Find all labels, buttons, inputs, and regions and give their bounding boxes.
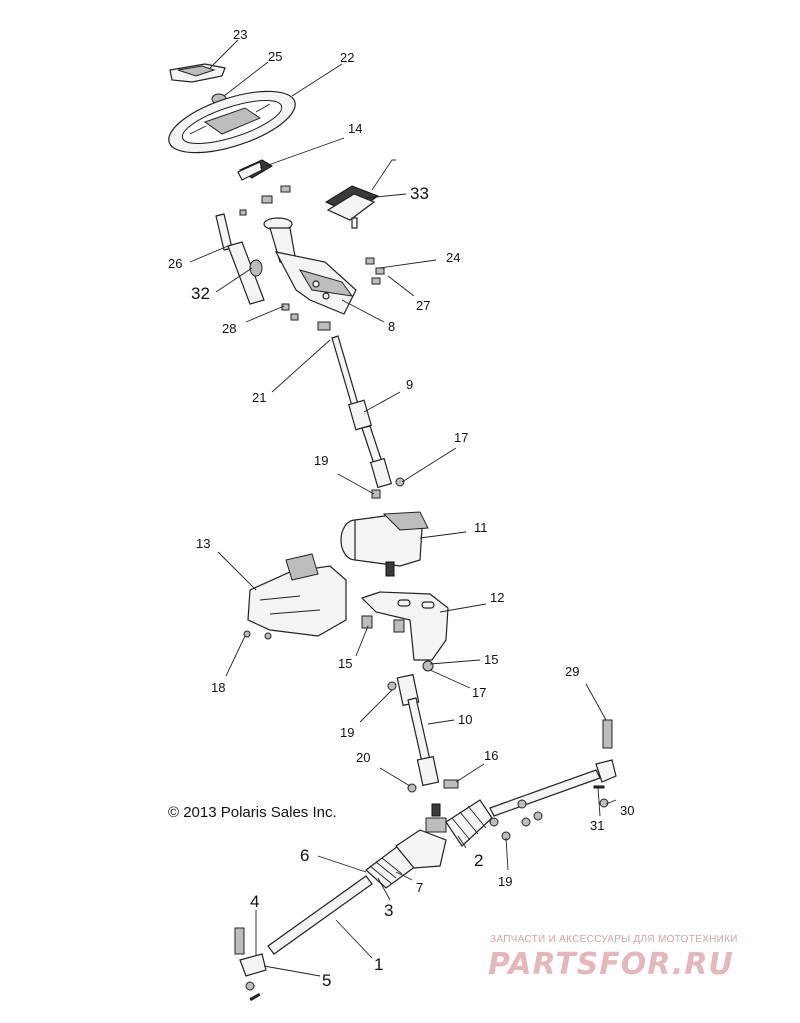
eps-unit-part <box>340 511 429 577</box>
bolt-part <box>602 719 613 749</box>
callout-19: 19 <box>314 453 328 468</box>
watermark-tagline: ЗАПЧАСТИ И АКСЕССУАРЫ ДЛЯ МОТОТЕХНИКИ <box>490 934 738 945</box>
nut-part <box>245 981 255 991</box>
callout-14: 14 <box>348 121 362 136</box>
callout-31: 31 <box>590 818 604 833</box>
column-bracket-part <box>263 217 357 331</box>
eps-cover-part <box>247 553 347 637</box>
callout-18: 18 <box>211 680 225 695</box>
clip-part <box>239 209 247 216</box>
callout-4: 4 <box>250 892 259 911</box>
bolt-part <box>280 185 291 193</box>
callout-26: 26 <box>168 256 182 271</box>
wheel-cover-part <box>169 63 226 83</box>
callout-10: 10 <box>458 712 472 727</box>
steering-wheel-part <box>168 90 296 154</box>
leader-lines <box>189 39 617 977</box>
callout-6: 6 <box>300 846 309 865</box>
watermark-logo: PARTSFOR.RU <box>488 947 734 982</box>
callout-9: 9 <box>406 377 413 392</box>
callout-22: 22 <box>340 50 354 65</box>
callout-labels: 23 25 22 14 33 24 27 26 32 28 8 21 9 17 … <box>168 27 634 990</box>
callout-3: 3 <box>384 901 393 920</box>
callout-15: 15 <box>338 656 352 671</box>
bolt-part <box>234 927 245 955</box>
callout-33: 33 <box>410 184 429 203</box>
eps-bracket-part <box>360 591 449 661</box>
callout-12: 12 <box>490 590 504 605</box>
callout-7: 7 <box>416 880 423 895</box>
wheel-hub-part <box>237 159 273 181</box>
steering-rack-part <box>267 769 601 955</box>
callout-11: 11 <box>474 520 488 535</box>
cotter-pin-part <box>249 992 261 1002</box>
screw-part <box>264 632 272 640</box>
callout-27: 27 <box>416 298 430 313</box>
callout-21: 21 <box>252 390 266 405</box>
callout-15: 15 <box>484 652 498 667</box>
clip-part <box>261 195 273 204</box>
callout-28: 28 <box>222 321 236 336</box>
callout-19: 19 <box>340 725 354 740</box>
callout-30: 30 <box>620 803 634 818</box>
screw-part <box>243 630 251 638</box>
callout-1: 1 <box>374 955 383 974</box>
bolt-part <box>443 779 459 789</box>
callout-24: 24 <box>446 250 460 265</box>
callout-13: 13 <box>196 536 210 551</box>
callout-32: 32 <box>191 284 210 303</box>
nut-part <box>489 799 543 841</box>
bolt-part <box>361 615 373 629</box>
callout-17: 17 <box>454 430 468 445</box>
callout-8: 8 <box>388 319 395 334</box>
switch-part <box>324 159 396 229</box>
callout-19: 19 <box>498 874 512 889</box>
callout-17: 17 <box>472 685 486 700</box>
callout-23: 23 <box>233 27 247 42</box>
cotter-pin-part <box>593 785 605 789</box>
copyright-text: © 2013 Polaris Sales Inc. <box>168 804 337 821</box>
nut-part <box>422 660 434 672</box>
tie-rod-end-part <box>239 759 617 977</box>
callout-16: 16 <box>484 748 498 763</box>
callout-25: 25 <box>268 49 282 64</box>
watermark: ЗАПЧАСТИ И АКСЕССУАРЫ ДЛЯ МОТОТЕХНИКИ PA… <box>488 934 738 982</box>
gas-strut-part <box>215 213 265 305</box>
callout-2: 2 <box>474 851 483 870</box>
callout-20: 20 <box>356 750 370 765</box>
upper-shaft-part <box>331 335 405 499</box>
callout-29: 29 <box>565 664 579 679</box>
callout-5: 5 <box>322 971 331 990</box>
bolt-part <box>393 619 405 633</box>
nut-part <box>599 798 609 808</box>
lower-shaft-part <box>387 673 440 787</box>
